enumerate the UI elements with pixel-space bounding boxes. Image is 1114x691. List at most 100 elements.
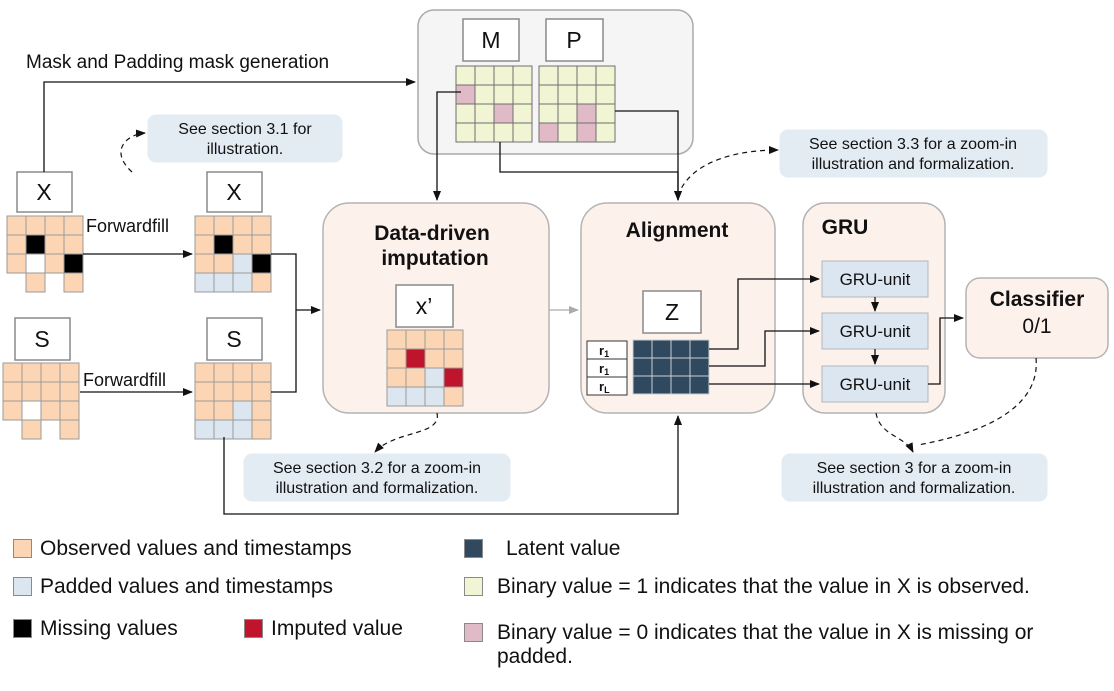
grid-s-filled-cell: [232, 362, 253, 383]
grid-latent-z-cell: [632, 357, 653, 377]
grid-mask-p-cell: [595, 103, 616, 124]
z-label-box: [642, 290, 702, 334]
grid-s-raw-cell: [59, 381, 80, 402]
grid-mask-m-cell: [474, 103, 495, 124]
grid-s-filled-cell: [251, 419, 272, 440]
grid-x-filled-cell: [194, 272, 215, 293]
legend-mask-zero-text: Binary value = 0 indicates that the valu…: [497, 621, 1033, 669]
grid-x-raw-cell: [44, 253, 65, 274]
grid-mask-m-cell: [512, 65, 533, 86]
s-label-box-2: [206, 317, 263, 361]
legend-imputed-label: Imputed value: [271, 617, 403, 640]
grid-mask-p-cell: [576, 122, 597, 143]
swatch-latent: [464, 539, 483, 558]
grid-xprime-cell: [424, 386, 445, 407]
grid-mask-p-cell: [595, 65, 616, 86]
grid-mask-m-cell: [474, 65, 495, 86]
arrow-mask-generation: [43, 78, 416, 172]
swatch-mask-one: [464, 577, 483, 596]
grid-xprime-cell: [424, 367, 445, 388]
grid-xprime-cell: [405, 329, 426, 350]
grid-x-filled-cell: [232, 253, 253, 274]
grid-mask-p-cell: [595, 84, 616, 105]
note-3-1-line2: illustration.: [207, 141, 283, 158]
dashed-arrow-note-3-a: [875, 412, 914, 453]
grid-xprime-cell: [443, 348, 464, 369]
legend-missing-label: Missing values: [40, 617, 178, 640]
imputation-title-line2: imputation: [381, 247, 488, 270]
dashed-arrow-note-3-2: [374, 412, 438, 453]
gru-unit-1-label: GRU-unit: [840, 270, 911, 289]
grid-s-raw-cell: [40, 381, 61, 402]
grid-xprime-cell: [386, 329, 407, 350]
grid-x-filled-cell: [232, 215, 253, 236]
note-section-3-3: [779, 129, 1048, 178]
grid-mask-m-cell: [512, 122, 533, 143]
connectors: [43, 78, 964, 515]
r-row-label-1: r1: [599, 343, 609, 359]
grid-s-filled-cell: [194, 381, 215, 402]
note-3-1-line1: See section 3.1 for: [178, 121, 312, 138]
grid-latent-z-cell: [651, 375, 672, 395]
note-3-line2: illustration and formalization.: [813, 480, 1016, 497]
legend-observed: Observed values and timestamps: [13, 537, 352, 561]
classifier-box: [965, 277, 1109, 359]
grid-mask-p-cell: [557, 122, 578, 143]
grid-latent-z: [632, 339, 710, 395]
gru-title: GRU: [822, 216, 869, 239]
grid-xprime-cell: [405, 386, 426, 407]
xprime-label: x’: [416, 293, 433, 319]
classifier-title: Classifier: [990, 288, 1085, 311]
gru-unit-2-label: GRU-unit: [840, 322, 911, 341]
grid-x-filled-cell: [194, 234, 215, 255]
s-label-box-1: [14, 317, 71, 361]
grid-s-filled-cell: [194, 400, 215, 421]
arrow-p-to-alignment: [615, 110, 682, 201]
grid-x-filled-cell: [232, 272, 253, 293]
grid-s-filled-cell: [232, 381, 253, 402]
grid-latent-z-cell: [689, 375, 710, 395]
grid-latent-z-cell: [632, 339, 653, 359]
grid-mask-m-cell: [455, 84, 476, 105]
grid-s-filled-cell: [251, 400, 272, 421]
grid-x-raw-cell: [44, 215, 65, 236]
arrow-z-to-gru-1: [709, 275, 820, 350]
mask-padding-generation-label: Mask and Padding mask generation: [26, 52, 329, 73]
s-label-2: S: [226, 326, 241, 352]
p-label-box: [545, 18, 604, 62]
grid-latent-z-cell: [689, 339, 710, 359]
dashed-connectors: [120, 129, 1037, 453]
grid-s-filled-cell: [232, 400, 253, 421]
grid-latent-z-cell: [689, 357, 710, 377]
grid-x-filled-cell: [251, 253, 272, 274]
z-label: Z: [665, 299, 679, 325]
grid-x-filled-cell: [213, 272, 234, 293]
legend-imputed: Imputed value: [244, 617, 403, 641]
grid-mask-m-cell: [493, 84, 514, 105]
gru-unit-3: [821, 365, 929, 403]
r-row-label-3: rL: [599, 379, 610, 395]
grid-mask-p-cell: [538, 122, 559, 143]
swatch-padded: [13, 577, 32, 596]
grid-mask-p-cell: [538, 65, 559, 86]
note-3-3-line1: See section 3.3 for a zoom-in: [809, 136, 1017, 153]
swatch-mask-zero: [464, 623, 483, 642]
alignment-title: Alignment: [626, 219, 729, 242]
grid-mask-p: [538, 65, 616, 143]
grid-xprime-cell: [443, 329, 464, 350]
x-label-2: X: [226, 179, 241, 205]
grid-s-filled-cell: [251, 381, 272, 402]
legend-missing: Missing values: [13, 617, 178, 641]
grid-xprime-cell: [424, 348, 445, 369]
grid-x-raw-cell: [63, 215, 84, 236]
grid-xprime: [386, 329, 464, 407]
note-3-2-line1: See section 3.2 for a zoom-in: [273, 460, 481, 477]
p-label: P: [566, 27, 581, 53]
grid-mask-p-cell: [538, 103, 559, 124]
grid-x-raw-cell: [25, 272, 46, 293]
grid-s-filled-cell: [213, 362, 234, 383]
grid-mask-m-cell: [512, 103, 533, 124]
grid-latent-z-cell: [670, 375, 691, 395]
grid-xprime-cell: [443, 367, 464, 388]
grid-x-raw-cell: [6, 215, 27, 236]
